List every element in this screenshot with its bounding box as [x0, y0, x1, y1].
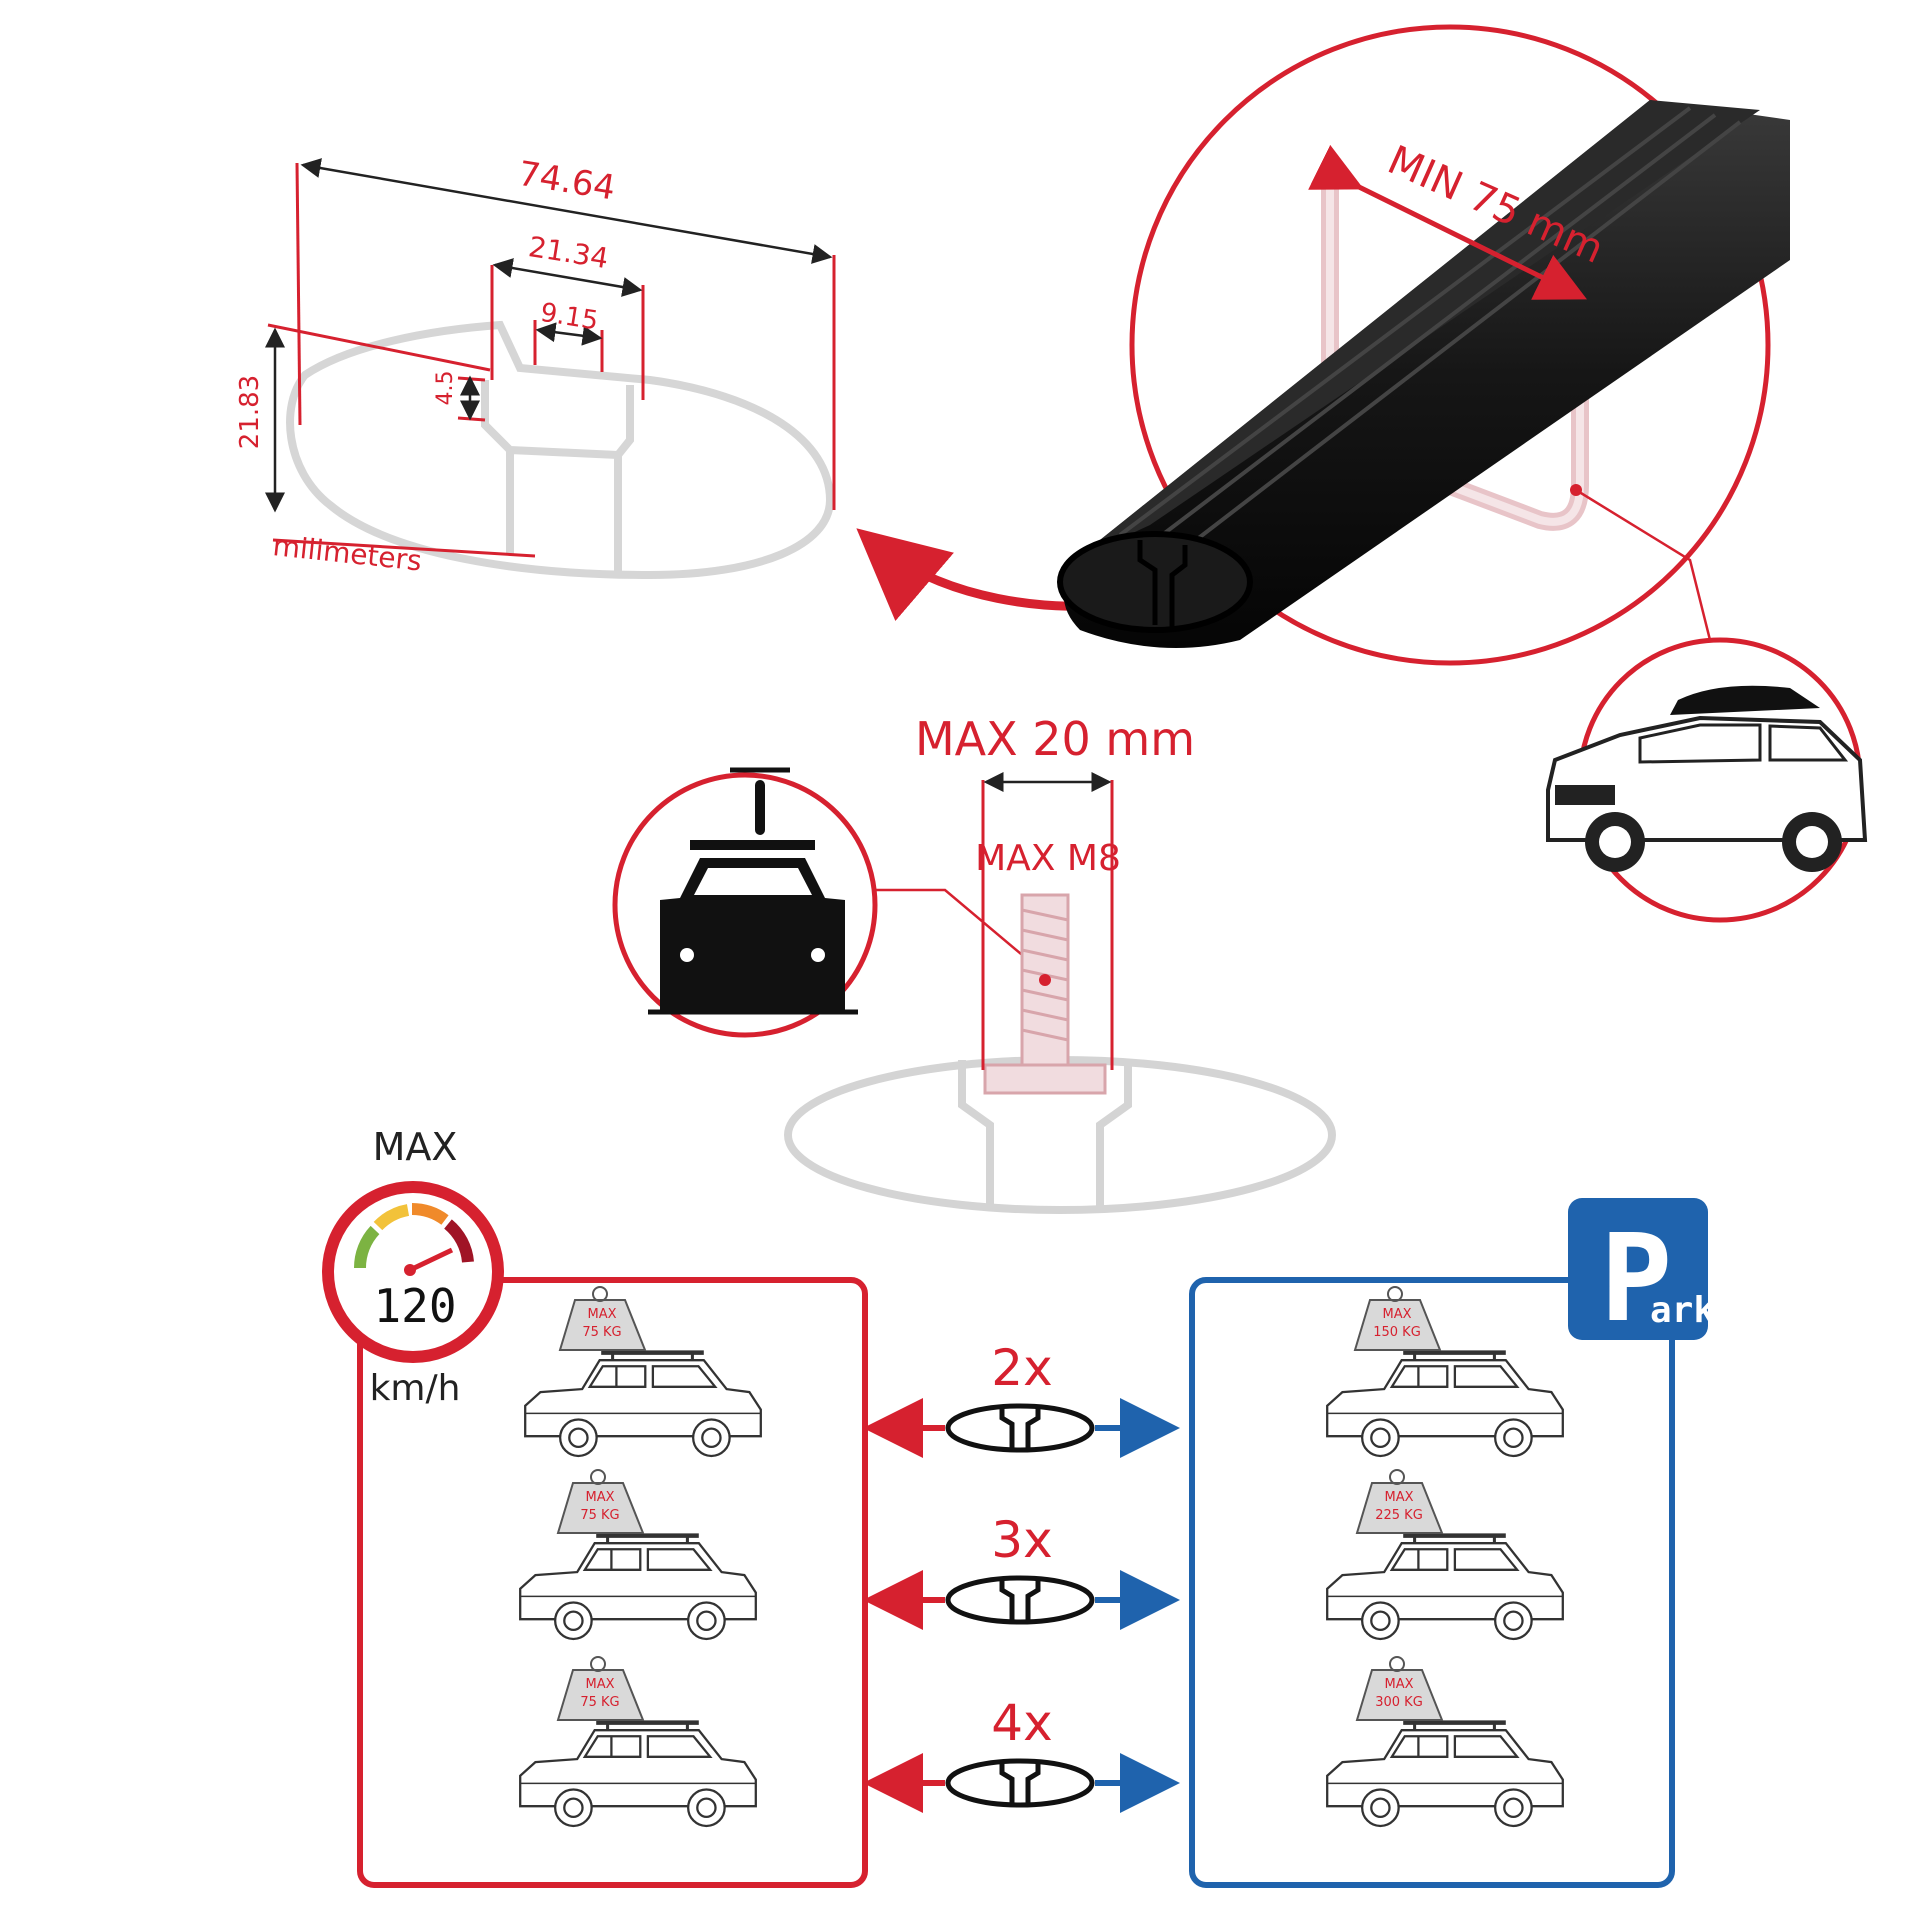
max-bolt-label: MAX M8: [975, 838, 1121, 879]
weight-icon: MAX 75 KG: [556, 1656, 645, 1721]
car-bike-rack-icon: [648, 767, 858, 1015]
park-letter: P: [1600, 1210, 1672, 1349]
suv-icon: [1327, 1536, 1563, 1639]
load-row-2: MAX 75 KG 3x MAX 225 KG: [520, 1469, 1563, 1639]
driving-car-1: MAX 75 KG: [525, 1286, 761, 1456]
profile-dimension-drawing: 74.64 21.34 9.15 21.83 4.5 milimeters: [235, 154, 836, 580]
speed-unit: km/h: [370, 1368, 461, 1409]
multiplier-3: 4x: [863, 1694, 1180, 1813]
driving-car-2: MAX 75 KG: [520, 1469, 756, 1639]
t-bolt-icon: [983, 893, 1107, 1095]
bar-zoom-detail: MIN 75 mm: [1057, 24, 1790, 666]
weight-icon: MAX 75 KG: [556, 1469, 645, 1534]
speed-badge: MAX 120 km/h: [322, 1125, 504, 1409]
suv-roof-box-icon: [1546, 685, 1868, 872]
bolt-slot-detail: MAX 20 mm MAX M8: [784, 712, 1336, 1214]
load-row-1: MAX 75 KG 2x MAX 150 KG: [525, 1286, 1563, 1458]
weight-icon: MAX 300 KG: [1355, 1656, 1444, 1721]
driving-load-2: 75 KG: [580, 1508, 619, 1523]
speed-max-label: MAX: [373, 1125, 458, 1169]
multiplier-2: 3x: [863, 1511, 1180, 1630]
driving-max-1: MAX: [587, 1307, 616, 1322]
suv-icon: [525, 1353, 761, 1456]
parked-max-3: MAX: [1384, 1677, 1413, 1692]
roof-bar-icon: [1057, 100, 1790, 648]
speedometer-icon: [353, 1203, 474, 1276]
multiplier-1: 2x: [863, 1339, 1180, 1458]
parked-max-1: MAX: [1382, 1307, 1411, 1322]
parked-car-1: MAX 150 KG: [1327, 1286, 1563, 1456]
driving-car-3: MAX 75 KG: [520, 1656, 756, 1826]
suv-icon: [520, 1723, 756, 1826]
channel-width-label: 21.34: [526, 230, 610, 275]
driving-load-1: 75 KG: [582, 1325, 621, 1340]
total-width-label: 74.64: [516, 154, 618, 209]
parked-car-3: MAX 300 KG: [1327, 1656, 1563, 1826]
weight-icon: MAX 150 KG: [1353, 1286, 1442, 1351]
suv-icon: [1327, 1353, 1563, 1456]
parked-max-2: MAX: [1384, 1490, 1413, 1505]
driving-max-3: MAX: [585, 1677, 614, 1692]
height-label: 21.83: [235, 375, 265, 449]
parking-sign-icon: P ark: [1568, 1198, 1715, 1349]
parked-load-1: 150 KG: [1373, 1325, 1421, 1340]
slot-depth-label: 4.5: [433, 371, 458, 406]
multiplier-label-1: 2x: [991, 1339, 1052, 1397]
bike-carrier-detail: [612, 767, 1041, 1038]
weight-icon: MAX 225 KG: [1355, 1469, 1444, 1534]
multiplier-label-3: 4x: [991, 1694, 1052, 1752]
speed-value: 120: [373, 1279, 456, 1333]
park-suffix: ark: [1650, 1290, 1715, 1331]
driving-load-3: 75 KG: [580, 1695, 619, 1710]
unit-label: milimeters: [271, 529, 423, 577]
load-row-3: MAX 75 KG 4x MAX 300 KG: [520, 1656, 1563, 1826]
suv-icon: [520, 1536, 756, 1639]
parked-load-panel: [1189, 1277, 1675, 1888]
driving-max-2: MAX: [585, 1490, 614, 1505]
suv-icon: [1327, 1723, 1563, 1826]
bar-profile-icon: [286, 320, 835, 580]
parked-car-2: MAX 225 KG: [1327, 1469, 1563, 1639]
suv-roof-box-detail: [1546, 637, 1868, 923]
max-width-label: MAX 20 mm: [915, 712, 1195, 766]
multiplier-label-2: 3x: [991, 1511, 1052, 1569]
parked-load-2: 225 KG: [1375, 1508, 1423, 1523]
weight-icon: MAX 75 KG: [558, 1286, 647, 1351]
parked-load-3: 300 KG: [1375, 1695, 1423, 1710]
